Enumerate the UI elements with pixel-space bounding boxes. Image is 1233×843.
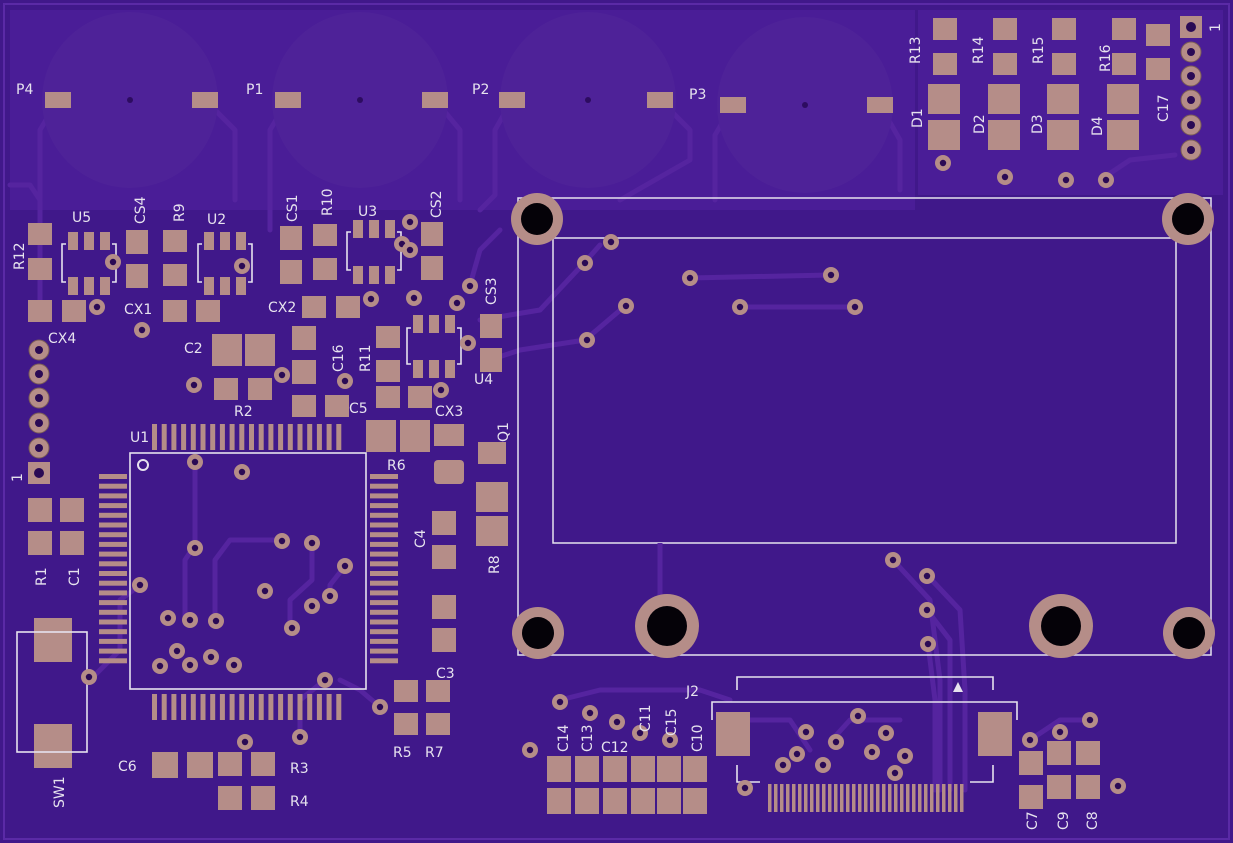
label-c15: C15 bbox=[664, 708, 680, 736]
label-r11: R11 bbox=[358, 344, 374, 372]
label-cx1: CX1 bbox=[124, 302, 152, 318]
label-cx2: CX2 bbox=[268, 300, 296, 316]
label-r1: R1 bbox=[34, 567, 50, 586]
display-outline bbox=[517, 197, 1212, 656]
label-c6: C6 bbox=[118, 759, 137, 775]
label-pin1-left: 1 bbox=[10, 473, 26, 482]
label-p2: P2 bbox=[472, 82, 489, 98]
label-cs3: CS3 bbox=[484, 277, 500, 305]
label-r7: R7 bbox=[425, 745, 444, 761]
label-r2: R2 bbox=[234, 404, 253, 420]
label-u5: U5 bbox=[72, 210, 91, 226]
label-u1: U1 bbox=[130, 430, 149, 446]
label-r14: R14 bbox=[971, 36, 987, 64]
label-cx4: CX4 bbox=[48, 331, 76, 347]
label-c13: C13 bbox=[580, 724, 596, 752]
label-cs2: CS2 bbox=[429, 190, 445, 218]
vias bbox=[81, 155, 1126, 796]
label-r15: R15 bbox=[1031, 36, 1047, 64]
label-p1: P1 bbox=[246, 82, 263, 98]
label-p3: P3 bbox=[689, 87, 706, 103]
label-r5: R5 bbox=[393, 745, 412, 761]
label-c10: C10 bbox=[690, 724, 706, 752]
label-c16: C16 bbox=[331, 344, 347, 372]
sw1-outline bbox=[16, 631, 88, 753]
label-c5: C5 bbox=[349, 401, 368, 417]
label-d1: D1 bbox=[910, 108, 926, 128]
label-d4: D4 bbox=[1090, 116, 1106, 136]
label-r10: R10 bbox=[320, 188, 336, 216]
label-r13: R13 bbox=[908, 36, 924, 64]
j2-outline bbox=[711, 676, 1018, 783]
label-c14: C14 bbox=[556, 724, 572, 752]
smd-pads bbox=[28, 18, 1170, 814]
label-cx3: CX3 bbox=[435, 404, 463, 420]
label-r4: R4 bbox=[290, 794, 309, 810]
label-c17: C17 bbox=[1156, 94, 1172, 122]
label-d2: D2 bbox=[972, 114, 988, 134]
silkscreen-outlines bbox=[16, 231, 1018, 783]
label-c2: C2 bbox=[184, 341, 203, 357]
label-r12: R12 bbox=[12, 242, 28, 270]
label-c12: C12 bbox=[601, 740, 629, 756]
label-q1: Q1 bbox=[496, 422, 512, 442]
label-u3: U3 bbox=[358, 204, 377, 220]
label-p4: P4 bbox=[16, 82, 33, 98]
label-j2: J2 bbox=[685, 684, 699, 700]
label-c7: C7 bbox=[1025, 811, 1041, 830]
u1-pin1-marker bbox=[137, 459, 149, 471]
label-r16: R16 bbox=[1098, 44, 1114, 72]
j2-pin1-marker bbox=[953, 682, 963, 692]
label-c8: C8 bbox=[1085, 811, 1101, 830]
mounting-holes bbox=[511, 193, 1215, 659]
label-c9: C9 bbox=[1056, 811, 1072, 830]
j2-pins bbox=[768, 784, 964, 812]
board-outline bbox=[3, 3, 1230, 840]
label-pin1-right: 1 bbox=[1208, 23, 1224, 32]
label-c1: C1 bbox=[67, 567, 83, 586]
label-d3: D3 bbox=[1030, 114, 1046, 134]
u1-pins bbox=[99, 424, 398, 720]
header-pins bbox=[28, 16, 1202, 484]
label-c3: C3 bbox=[436, 666, 455, 682]
silkscreen-labels: P4 P1 P2 P3 R13 R14 R15 R16 C17 1 D1 D2 … bbox=[10, 23, 1224, 830]
touch-pad-centers bbox=[127, 97, 808, 108]
label-r3: R3 bbox=[290, 761, 309, 777]
label-r6: R6 bbox=[387, 458, 406, 474]
label-cs4: CS4 bbox=[133, 196, 149, 224]
label-u2: U2 bbox=[207, 212, 226, 228]
label-c11: C11 bbox=[638, 704, 654, 732]
label-c4: C4 bbox=[413, 529, 429, 548]
label-r8: R8 bbox=[487, 555, 503, 574]
label-r9: R9 bbox=[172, 203, 188, 222]
label-cs1: CS1 bbox=[285, 194, 301, 222]
label-sw1: SW1 bbox=[52, 776, 68, 808]
label-u4: U4 bbox=[474, 372, 493, 388]
u1-body-outline bbox=[129, 452, 367, 690]
